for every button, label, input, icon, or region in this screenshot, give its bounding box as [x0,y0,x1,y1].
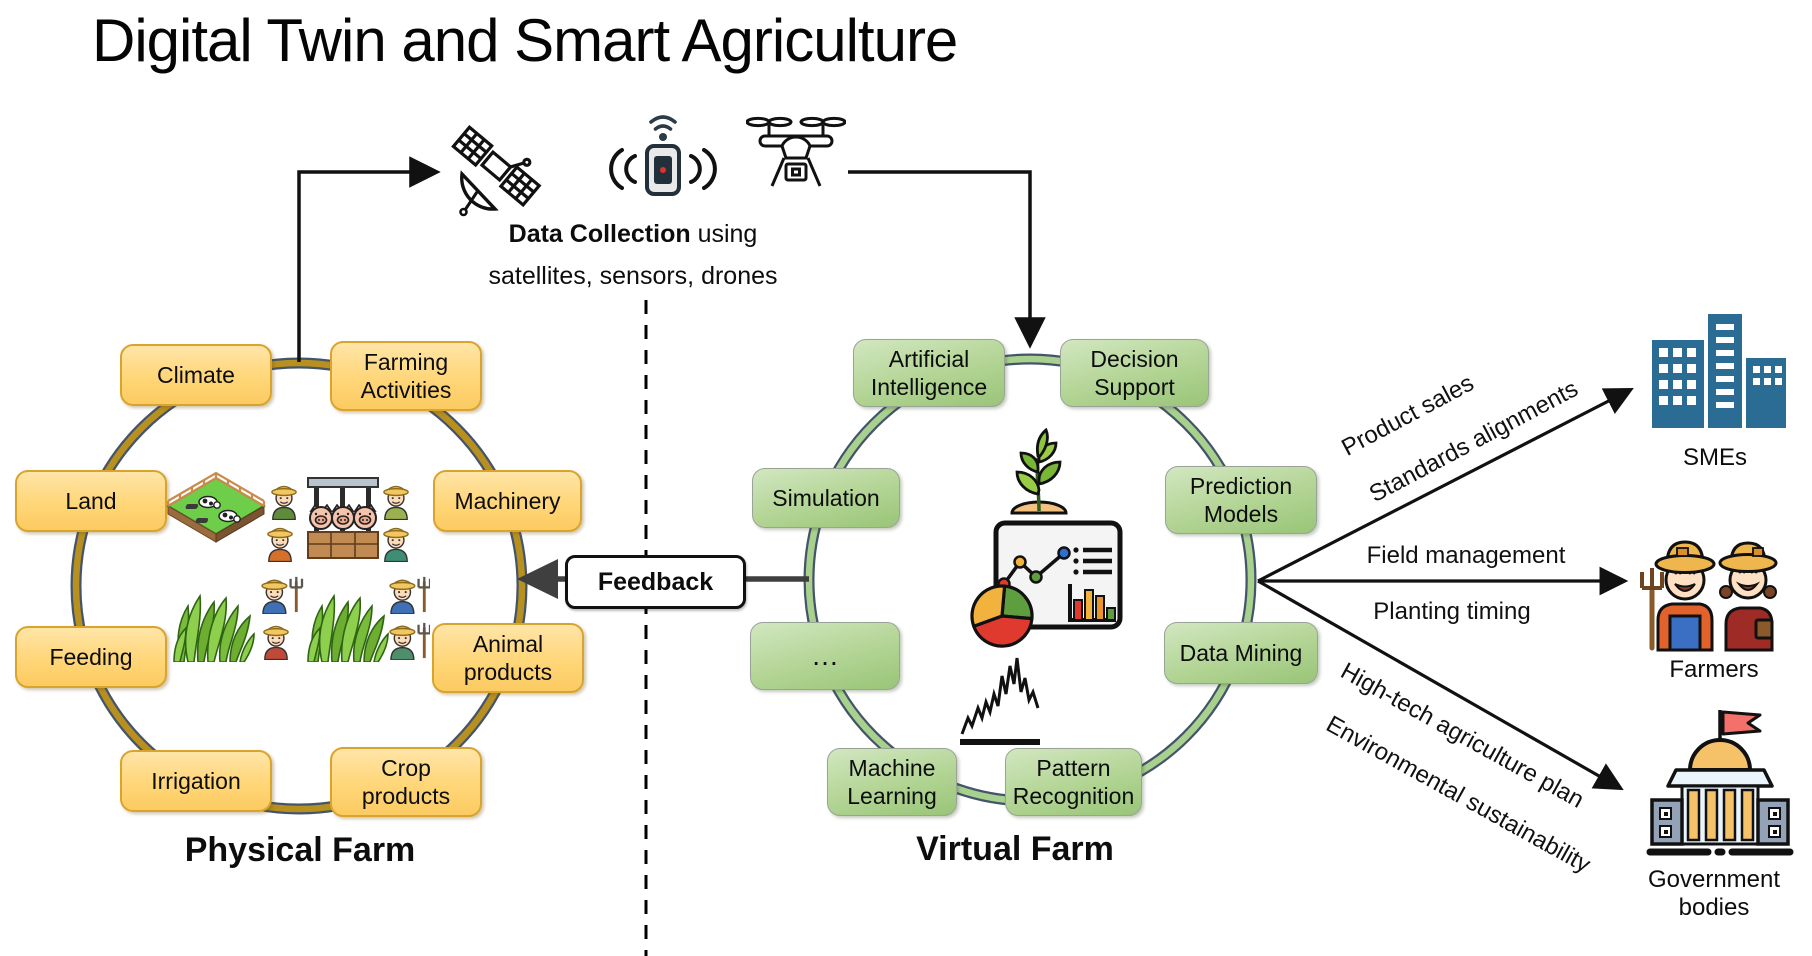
node-farming-activities: Farming Activities [330,341,482,411]
farmer-bust-icon [271,485,297,520]
node-pattern-recognition: Pattern Recognition [1005,748,1142,816]
node-decision-support: Decision Support [1060,339,1209,407]
farmers-label: Farmers [1669,656,1759,683]
arrow-data-collection-to-virtual [848,170,1046,349]
arrow-label-field-management: Field management [1366,542,1566,569]
cow-pasture-icon [166,471,266,543]
node-animal-products: Animal products [432,623,584,693]
page-title: Digital Twin and Smart Agriculture [92,7,958,74]
node-crop-products: Crop products [330,747,482,817]
wireless-sensor-icon [609,115,717,196]
government-bodies-label: Government bodies [1647,866,1781,921]
trend-line-icon [960,657,1040,745]
node-artificial-intelligence: Artificial Intelligence [853,339,1005,407]
farmer-bust-icon [267,527,293,562]
node-simulation: Simulation [752,468,900,528]
pig-pen-icon [307,477,379,559]
arrow-label-planting-timing: Planting timing [1373,598,1531,625]
node-land: Land [15,470,167,532]
satellite-icon [451,124,542,217]
node-data-mining: Data Mining [1164,622,1318,684]
feedback-box: Feedback [565,555,746,609]
node-irrigation: Irrigation [120,750,272,812]
arrow-to-government [1257,579,1624,791]
smes-label: SMEs [1682,444,1747,471]
data-collection-subtitle: satellites, sensors, drones [488,262,778,290]
government-building-icon [1646,710,1794,856]
node-machinery: Machinery [433,470,582,532]
drone-icon [746,116,846,187]
physical-farm-title: Physical Farm [184,831,416,869]
node-feeding: Feeding [15,626,167,688]
virtual-farm-title: Virtual Farm [916,830,1114,868]
farmer-pitchfork-icon [390,577,430,614]
corn-crop-icon [307,595,389,662]
node-machine-learning: Machine Learning [827,748,957,816]
farmers-icon [1640,540,1778,652]
corn-crop-icon [173,595,255,662]
farmer-bust-icon [383,485,409,520]
seedling-icon [1010,428,1068,515]
feedback-label: Feedback [597,567,714,596]
arrow-physical-to-data-collection [297,156,441,362]
arrow-to-smes [1257,388,1634,583]
farmer-pitchfork-icon [390,623,430,660]
data-collection-heading: Data Collection using [433,220,833,249]
node-prediction-models: Prediction Models [1165,466,1317,534]
node-climate: Climate [120,344,272,406]
feedback-arrowhead [517,559,558,599]
farmer-pitchfork-icon [262,577,302,614]
farm-illustrations [166,471,430,662]
smes-buildings-icon [1652,314,1786,428]
analytics-dashboard-icon [970,520,1123,648]
node-ellipsis: … [750,622,900,690]
data-collection-heading-rest: using [690,220,758,248]
farmer-bust-icon [263,625,289,660]
data-collection-heading-bold: Data Collection [508,220,691,248]
farmer-bust-icon [383,527,409,562]
